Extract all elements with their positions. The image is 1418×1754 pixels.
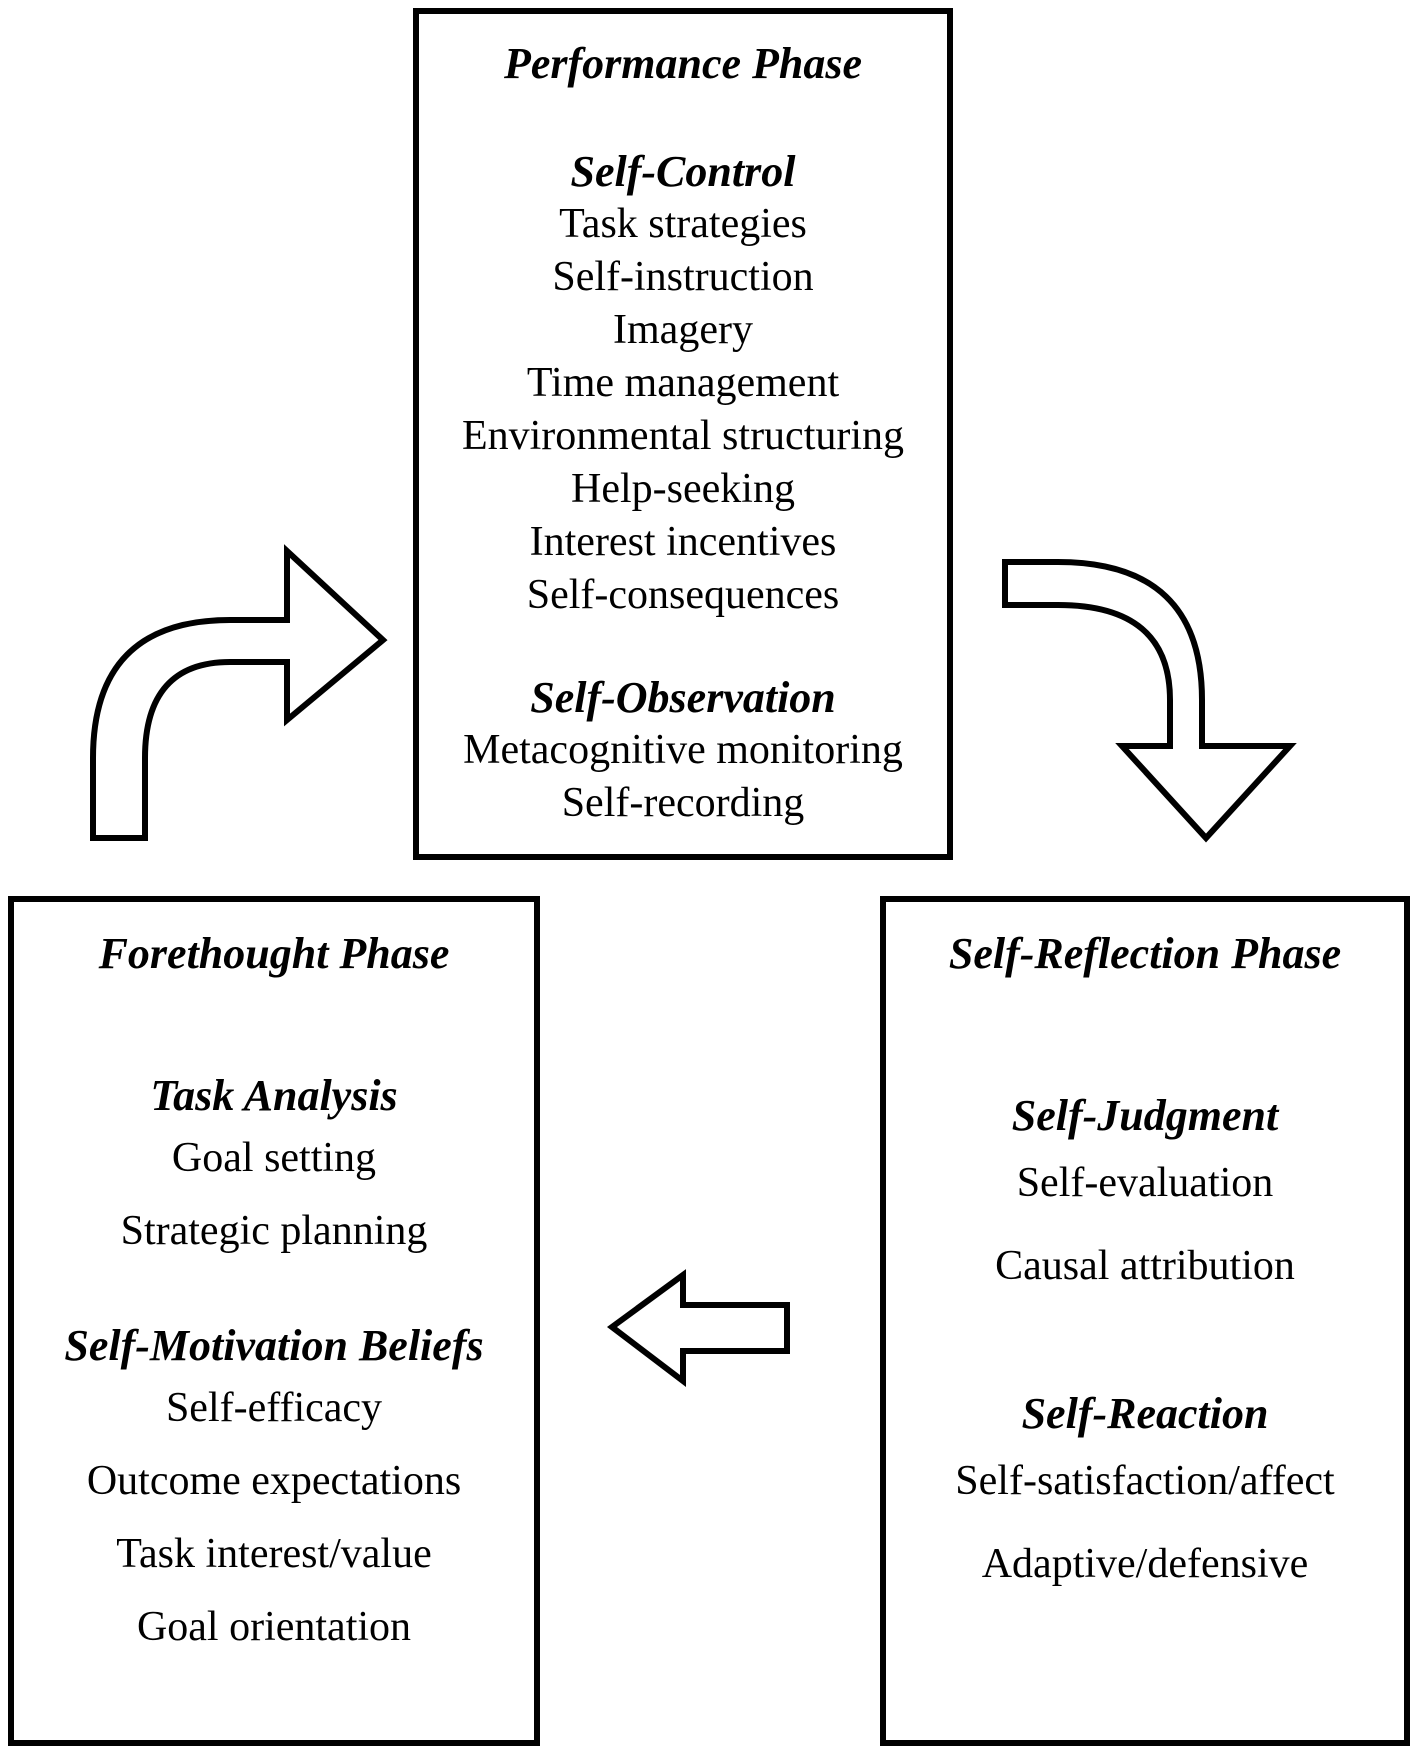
list-item: Task interest/value <box>116 1531 432 1577</box>
list-item: Task strategies <box>559 201 807 247</box>
task-analysis-heading: Task Analysis <box>150 1071 398 1120</box>
list-item: Adaptive/defensive <box>981 1541 1309 1587</box>
list-item: Self-evaluation <box>1016 1160 1274 1206</box>
self-reaction-heading: Self-Reaction <box>1021 1389 1269 1438</box>
performance-phase-title: Performance Phase <box>503 39 863 88</box>
list-item: Outcome expectations <box>86 1458 462 1504</box>
curved-arrow-up-right-icon <box>90 544 388 841</box>
list-item: Self-satisfaction/affect <box>955 1458 1335 1504</box>
list-item: Goal setting <box>171 1135 377 1181</box>
list-item: Imagery <box>613 307 753 353</box>
self-motivation-heading: Self-Motivation Beliefs <box>64 1321 484 1370</box>
self-reflection-phase-box: Self-Reflection Phase Self-Judgment Self… <box>880 896 1410 1746</box>
performance-phase-box: Performance Phase Self-Control Task stra… <box>413 8 953 860</box>
list-item: Goal orientation <box>136 1604 412 1650</box>
self-observation-heading: Self-Observation <box>530 673 836 722</box>
list-item: Metacognitive monitoring <box>463 727 903 773</box>
list-item: Self-consequences <box>526 572 840 618</box>
curved-arrow-right-down-icon <box>1002 559 1297 843</box>
arrow-left-icon <box>606 1269 790 1388</box>
list-item: Self-efficacy <box>165 1385 383 1431</box>
list-item: Self-instruction <box>552 254 814 300</box>
list-item: Help-seeking <box>571 466 795 512</box>
forethought-phase-title: Forethought Phase <box>98 929 450 978</box>
self-control-heading: Self-Control <box>570 147 796 196</box>
list-item: Strategic planning <box>120 1208 428 1254</box>
list-item: Self-recording <box>561 780 805 826</box>
forethought-phase-box: Forethought Phase Task Analysis Goal set… <box>8 896 540 1746</box>
list-item: Time management <box>526 360 840 406</box>
self-judgment-heading: Self-Judgment <box>1011 1091 1279 1140</box>
list-item: Causal attribution <box>995 1243 1295 1289</box>
list-item: Environmental structuring <box>461 413 905 459</box>
self-reflection-phase-title: Self-Reflection Phase <box>948 929 1342 978</box>
list-item: Interest incentives <box>529 519 837 565</box>
